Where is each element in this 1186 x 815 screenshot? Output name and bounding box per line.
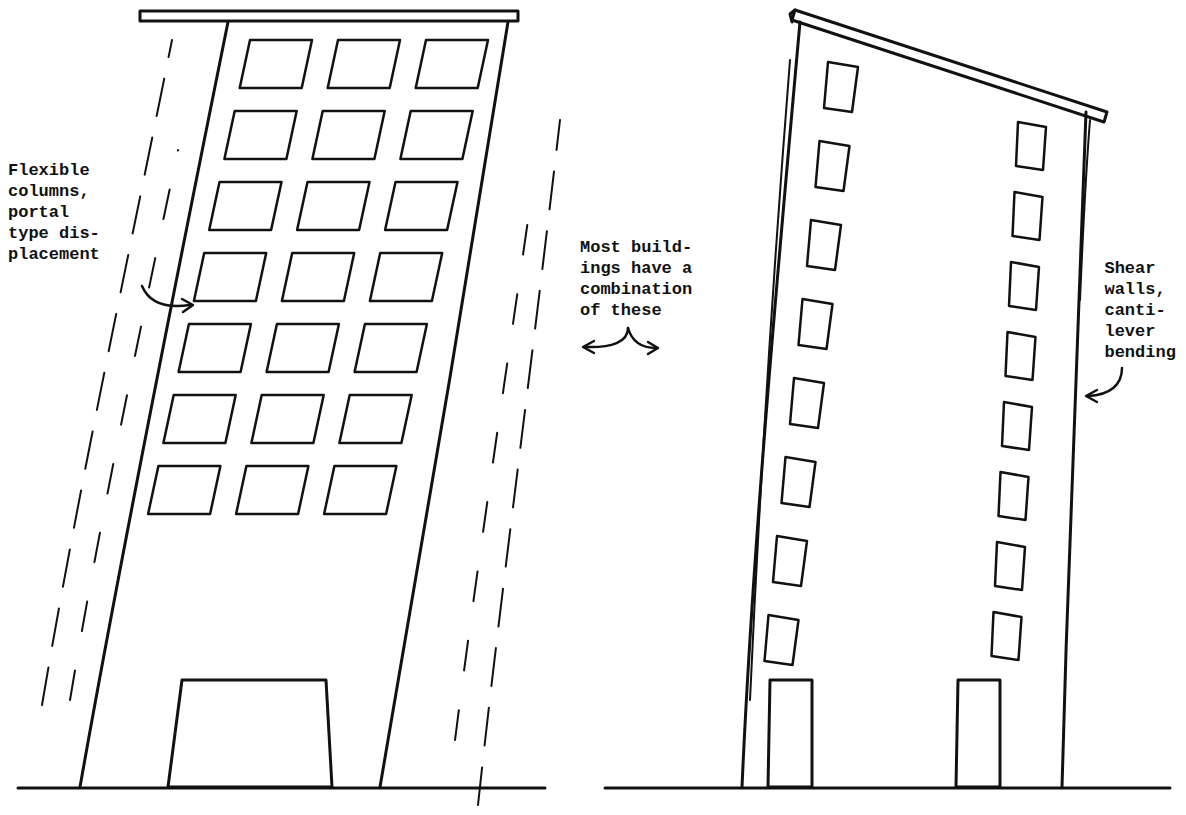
- window: [251, 395, 323, 443]
- building-edge: [380, 22, 508, 787]
- window: [1009, 262, 1039, 310]
- building-edge: [1062, 112, 1086, 787]
- window: [312, 111, 384, 159]
- window: [816, 141, 850, 191]
- annotation-label: Most build- ings have a combination of t…: [580, 237, 697, 321]
- window: [328, 40, 400, 88]
- arrow-head: [182, 299, 193, 312]
- window: [995, 542, 1025, 590]
- motion-lines: [455, 220, 528, 740]
- window: [179, 324, 251, 372]
- roof-slab: [792, 10, 1107, 122]
- window: [1013, 192, 1043, 240]
- window: [1002, 402, 1032, 450]
- window: [782, 457, 816, 507]
- window: [224, 111, 296, 159]
- leader-arrow: [142, 286, 190, 306]
- arrow-head: [1086, 390, 1097, 402]
- door: [768, 680, 812, 787]
- door: [956, 680, 1000, 787]
- window: [807, 220, 841, 270]
- window: [999, 472, 1029, 520]
- window: [416, 40, 488, 88]
- motion-lines: [1080, 120, 1090, 300]
- annotation-label: Flexible columns, portal type dis- place…: [8, 160, 106, 265]
- arrow-head: [648, 342, 658, 354]
- window: [385, 182, 457, 230]
- window-grid: [765, 62, 1047, 665]
- window: [240, 40, 312, 88]
- motion-lines: [750, 60, 790, 700]
- roof-slab: [790, 10, 795, 22]
- annotation-label: Shear walls, canti- lever bending: [1104, 258, 1182, 363]
- roof-slab: [140, 11, 518, 21]
- entrance: [168, 680, 332, 787]
- window: [773, 536, 807, 586]
- window: [194, 253, 266, 301]
- window: [163, 395, 235, 443]
- building-edge: [80, 22, 228, 787]
- window: [355, 324, 427, 372]
- window: [1006, 332, 1036, 380]
- window: [799, 299, 833, 349]
- window: [148, 466, 220, 514]
- window: [209, 182, 281, 230]
- window: [790, 378, 824, 428]
- motion-lines: [42, 40, 172, 705]
- window: [324, 466, 396, 514]
- window: [400, 111, 472, 159]
- window: [282, 253, 354, 301]
- motion-lines: [478, 120, 560, 805]
- window: [339, 395, 411, 443]
- window: [765, 615, 799, 665]
- window: [267, 324, 339, 372]
- window: [1016, 122, 1046, 170]
- window: [370, 253, 442, 301]
- window: [824, 62, 858, 112]
- ground-line: [605, 787, 1170, 790]
- leader-arrow: [585, 328, 628, 347]
- window: [236, 466, 308, 514]
- window: [297, 182, 369, 230]
- window-grid: [148, 40, 488, 514]
- arrow-head: [583, 341, 594, 353]
- window: [992, 612, 1022, 660]
